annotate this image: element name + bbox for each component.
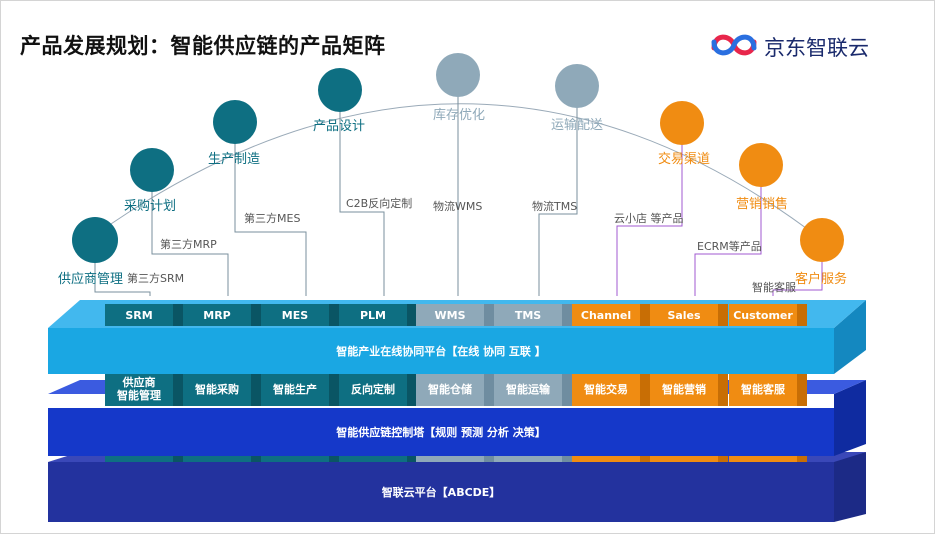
node-design-label: 产品设计 xyxy=(313,119,366,134)
page-title: 产品发展规划：智能供应链的产品矩阵 xyxy=(20,34,386,58)
system-block-marketing-label: Sales xyxy=(667,308,701,322)
node-trade-circle xyxy=(660,101,704,145)
control-layer-side xyxy=(834,380,866,456)
connector-service xyxy=(772,262,823,296)
capability-block-production-label: 智能生产 xyxy=(273,382,317,396)
capability-block-design: 反向定制 xyxy=(339,372,417,406)
capability-block-service: 智能客服 xyxy=(729,372,807,406)
system-block-design-label: PLM xyxy=(359,308,387,322)
node-marketing-circle xyxy=(739,143,783,187)
connector-marketing xyxy=(694,187,762,296)
node-service-circle xyxy=(800,218,844,262)
node-marketing-label: 营销销售 xyxy=(736,197,789,212)
capability-block-trade: 智能交易 xyxy=(572,372,650,406)
node-inventory-sub-label: 物流WMS xyxy=(433,200,483,213)
system-block-supplier: SRM xyxy=(105,304,183,326)
capability-block-purchase-label: 智能采购 xyxy=(195,382,239,396)
control-tower-layer: 智能供应链控制塔【规则 预测 分析 决策】 xyxy=(48,408,834,456)
node-inventory-circle xyxy=(436,53,480,97)
capability-block-inventory-label: 智能仓储 xyxy=(428,382,472,396)
capability-block-supplier: 供应商 智能管理 xyxy=(105,372,183,406)
node-trade-sub-label: 云小店 等产品 xyxy=(614,212,684,225)
node-production-circle xyxy=(213,100,257,144)
capability-block-transport: 智能运输 xyxy=(494,372,572,406)
system-block-transport: TMS xyxy=(494,304,572,326)
system-block-inventory-label: WMS xyxy=(434,308,466,322)
system-block-production: MES xyxy=(261,304,339,326)
system-block-purchase: MRP xyxy=(183,304,261,326)
capability-block-design-label: 反向定制 xyxy=(351,382,395,396)
system-block-transport-label: TMS xyxy=(514,308,542,322)
node-transport-circle xyxy=(555,64,599,108)
capability-block-marketing-label: 智能营销 xyxy=(662,382,706,396)
node-production-sub-label: 第三方MES xyxy=(244,212,301,225)
node-production-label: 生产制造 xyxy=(208,152,261,167)
node-service-sub-label: 智能客服 xyxy=(752,281,796,294)
connector-purchase xyxy=(151,192,229,296)
node-supplier-label: 供应商管理 xyxy=(58,272,124,287)
system-block-service-label: Customer xyxy=(733,308,793,322)
node-inventory-label: 库存优化 xyxy=(433,108,486,123)
capability-block-inventory: 智能仓储 xyxy=(416,372,494,406)
system-block-supplier-label: SRM xyxy=(125,308,153,322)
online-platform-layer: 智能产业在线协同平台【在线 协同 互联 】 xyxy=(48,328,834,374)
capability-block-supplier-label: 供应商 智能管理 xyxy=(117,376,161,402)
node-design-sub-label: C2B反向定制 xyxy=(346,197,413,210)
capability-block-purchase: 智能采购 xyxy=(183,372,261,406)
node-supplier-circle xyxy=(72,217,118,263)
system-block-trade-label: Channel xyxy=(580,308,632,322)
node-purchase-sub-label: 第三方MRP xyxy=(160,238,217,251)
capability-block-trade-label: 智能交易 xyxy=(584,382,628,396)
online-platform-label: 智能产业在线协同平台【在线 协同 互联 】 xyxy=(336,345,546,358)
connector-design xyxy=(339,112,385,296)
node-trade-label: 交易渠道 xyxy=(658,152,711,167)
cloud-layer-side xyxy=(834,452,866,522)
connector-supplier xyxy=(94,263,151,296)
brand-logo: 京东智联云 xyxy=(708,28,898,62)
capability-block-marketing: 智能营销 xyxy=(650,372,728,406)
cloud-platform-layer: 智联云平台【ABCDE】 xyxy=(48,462,834,522)
system-block-service: Customer xyxy=(729,304,807,326)
system-block-design: PLM xyxy=(339,304,417,326)
node-design-circle xyxy=(318,68,362,112)
node-purchase-circle xyxy=(130,148,174,192)
system-block-production-label: MES xyxy=(281,308,309,322)
system-block-purchase-label: MRP xyxy=(203,308,231,322)
node-supplier-sub-label: 第三方SRM xyxy=(127,272,185,285)
node-purchase-label: 采购计划 xyxy=(124,199,177,214)
jd-cloud-logo-icon xyxy=(711,34,757,56)
node-marketing-sub-label: ECRM等产品 xyxy=(697,240,762,253)
connector-production xyxy=(234,144,307,296)
brand-name: 京东智联云 xyxy=(764,36,869,60)
capability-block-production: 智能生产 xyxy=(261,372,339,406)
connector-transport xyxy=(538,108,578,296)
cloud-platform-label: 智联云平台【ABCDE】 xyxy=(381,486,501,499)
node-service-label: 客户服务 xyxy=(795,272,848,287)
control-tower-label: 智能供应链控制塔【规则 预测 分析 决策】 xyxy=(336,426,546,439)
system-block-trade: Channel xyxy=(572,304,650,326)
capability-block-transport-label: 智能运输 xyxy=(506,382,550,396)
node-transport-label: 运输配送 xyxy=(551,118,604,133)
capability-block-service-label: 智能客服 xyxy=(741,382,785,396)
system-block-marketing: Sales xyxy=(650,304,728,326)
system-block-inventory: WMS xyxy=(416,304,494,326)
connector-trade xyxy=(616,145,683,296)
node-transport-sub-label: 物流TMS xyxy=(532,200,578,213)
